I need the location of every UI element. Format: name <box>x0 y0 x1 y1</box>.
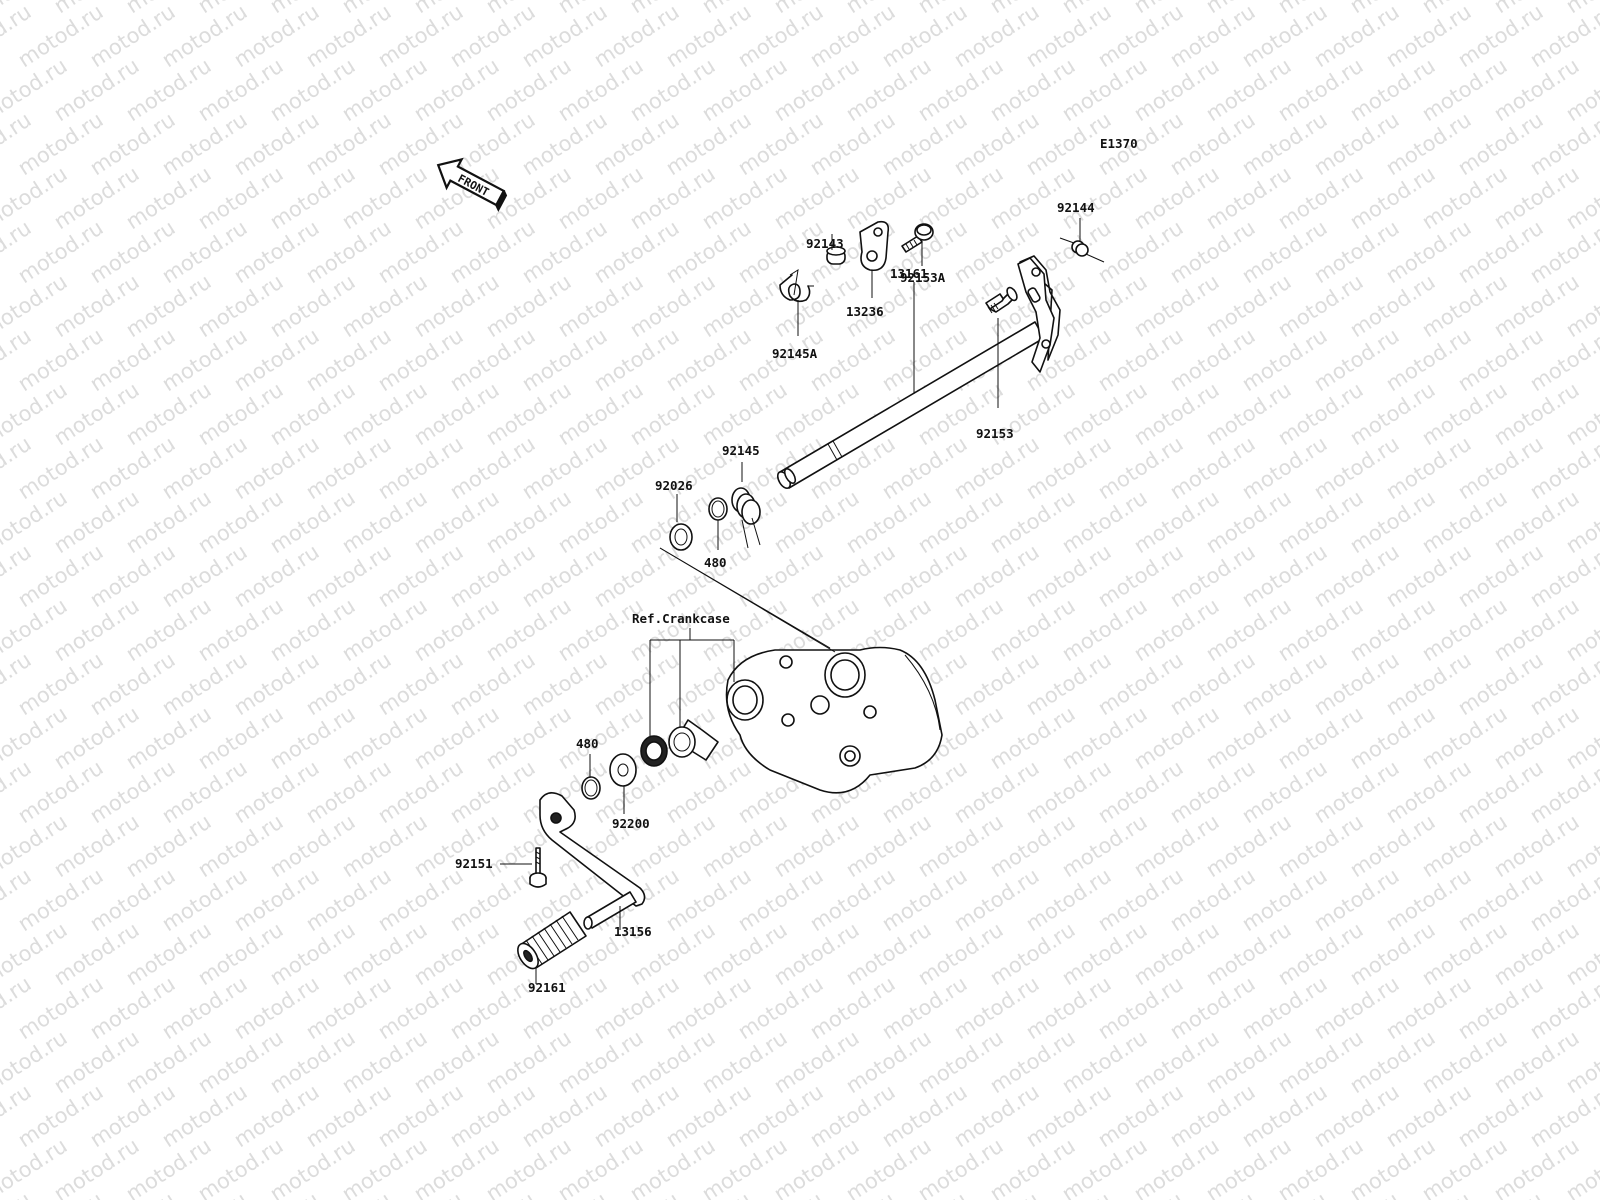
part-number-13161: 13161 <box>890 266 928 281</box>
part-number-480-lower: 480 <box>576 736 599 751</box>
rubber-92161 <box>517 911 587 970</box>
part-number-13156: 13156 <box>614 924 652 939</box>
part-number-92145A: 92145A <box>772 346 818 361</box>
part-number-92200: 92200 <box>612 816 650 831</box>
spring-92145A <box>779 268 814 303</box>
spring-92144 <box>1059 237 1105 263</box>
washer-92026 <box>669 523 693 551</box>
part-number-92026: 92026 <box>655 478 693 493</box>
reference-crankcase-label: Ref.Crankcase <box>632 611 730 626</box>
leader-lines <box>500 218 1081 984</box>
part-number-13236: 13236 <box>846 304 884 319</box>
part-number-92153: 92153 <box>976 426 1014 441</box>
part-number-92144: 92144 <box>1057 200 1095 215</box>
crankcase-reference <box>725 646 943 794</box>
lever-13236 <box>859 220 890 272</box>
part-number-92143: 92143 <box>806 236 844 251</box>
spring-92145 <box>731 487 761 549</box>
bolt-92151 <box>529 847 547 888</box>
part-number-480-upper: 480 <box>704 555 727 570</box>
part-number-92153A: 92153A <box>900 270 946 285</box>
washer-92200 <box>609 753 637 787</box>
part-number-92161: 92161 <box>528 980 566 995</box>
bolt-92153A <box>901 223 934 253</box>
shift-pedal-13156 <box>539 792 646 930</box>
part-number-92145: 92145 <box>722 443 760 458</box>
part-number-92151: 92151 <box>455 856 493 871</box>
shift-shaft <box>776 255 1061 489</box>
needle-bearing <box>668 719 719 761</box>
diagram-code: E1370 <box>1100 136 1138 151</box>
pin-92153 <box>985 286 1018 314</box>
oil-seal <box>640 735 668 767</box>
